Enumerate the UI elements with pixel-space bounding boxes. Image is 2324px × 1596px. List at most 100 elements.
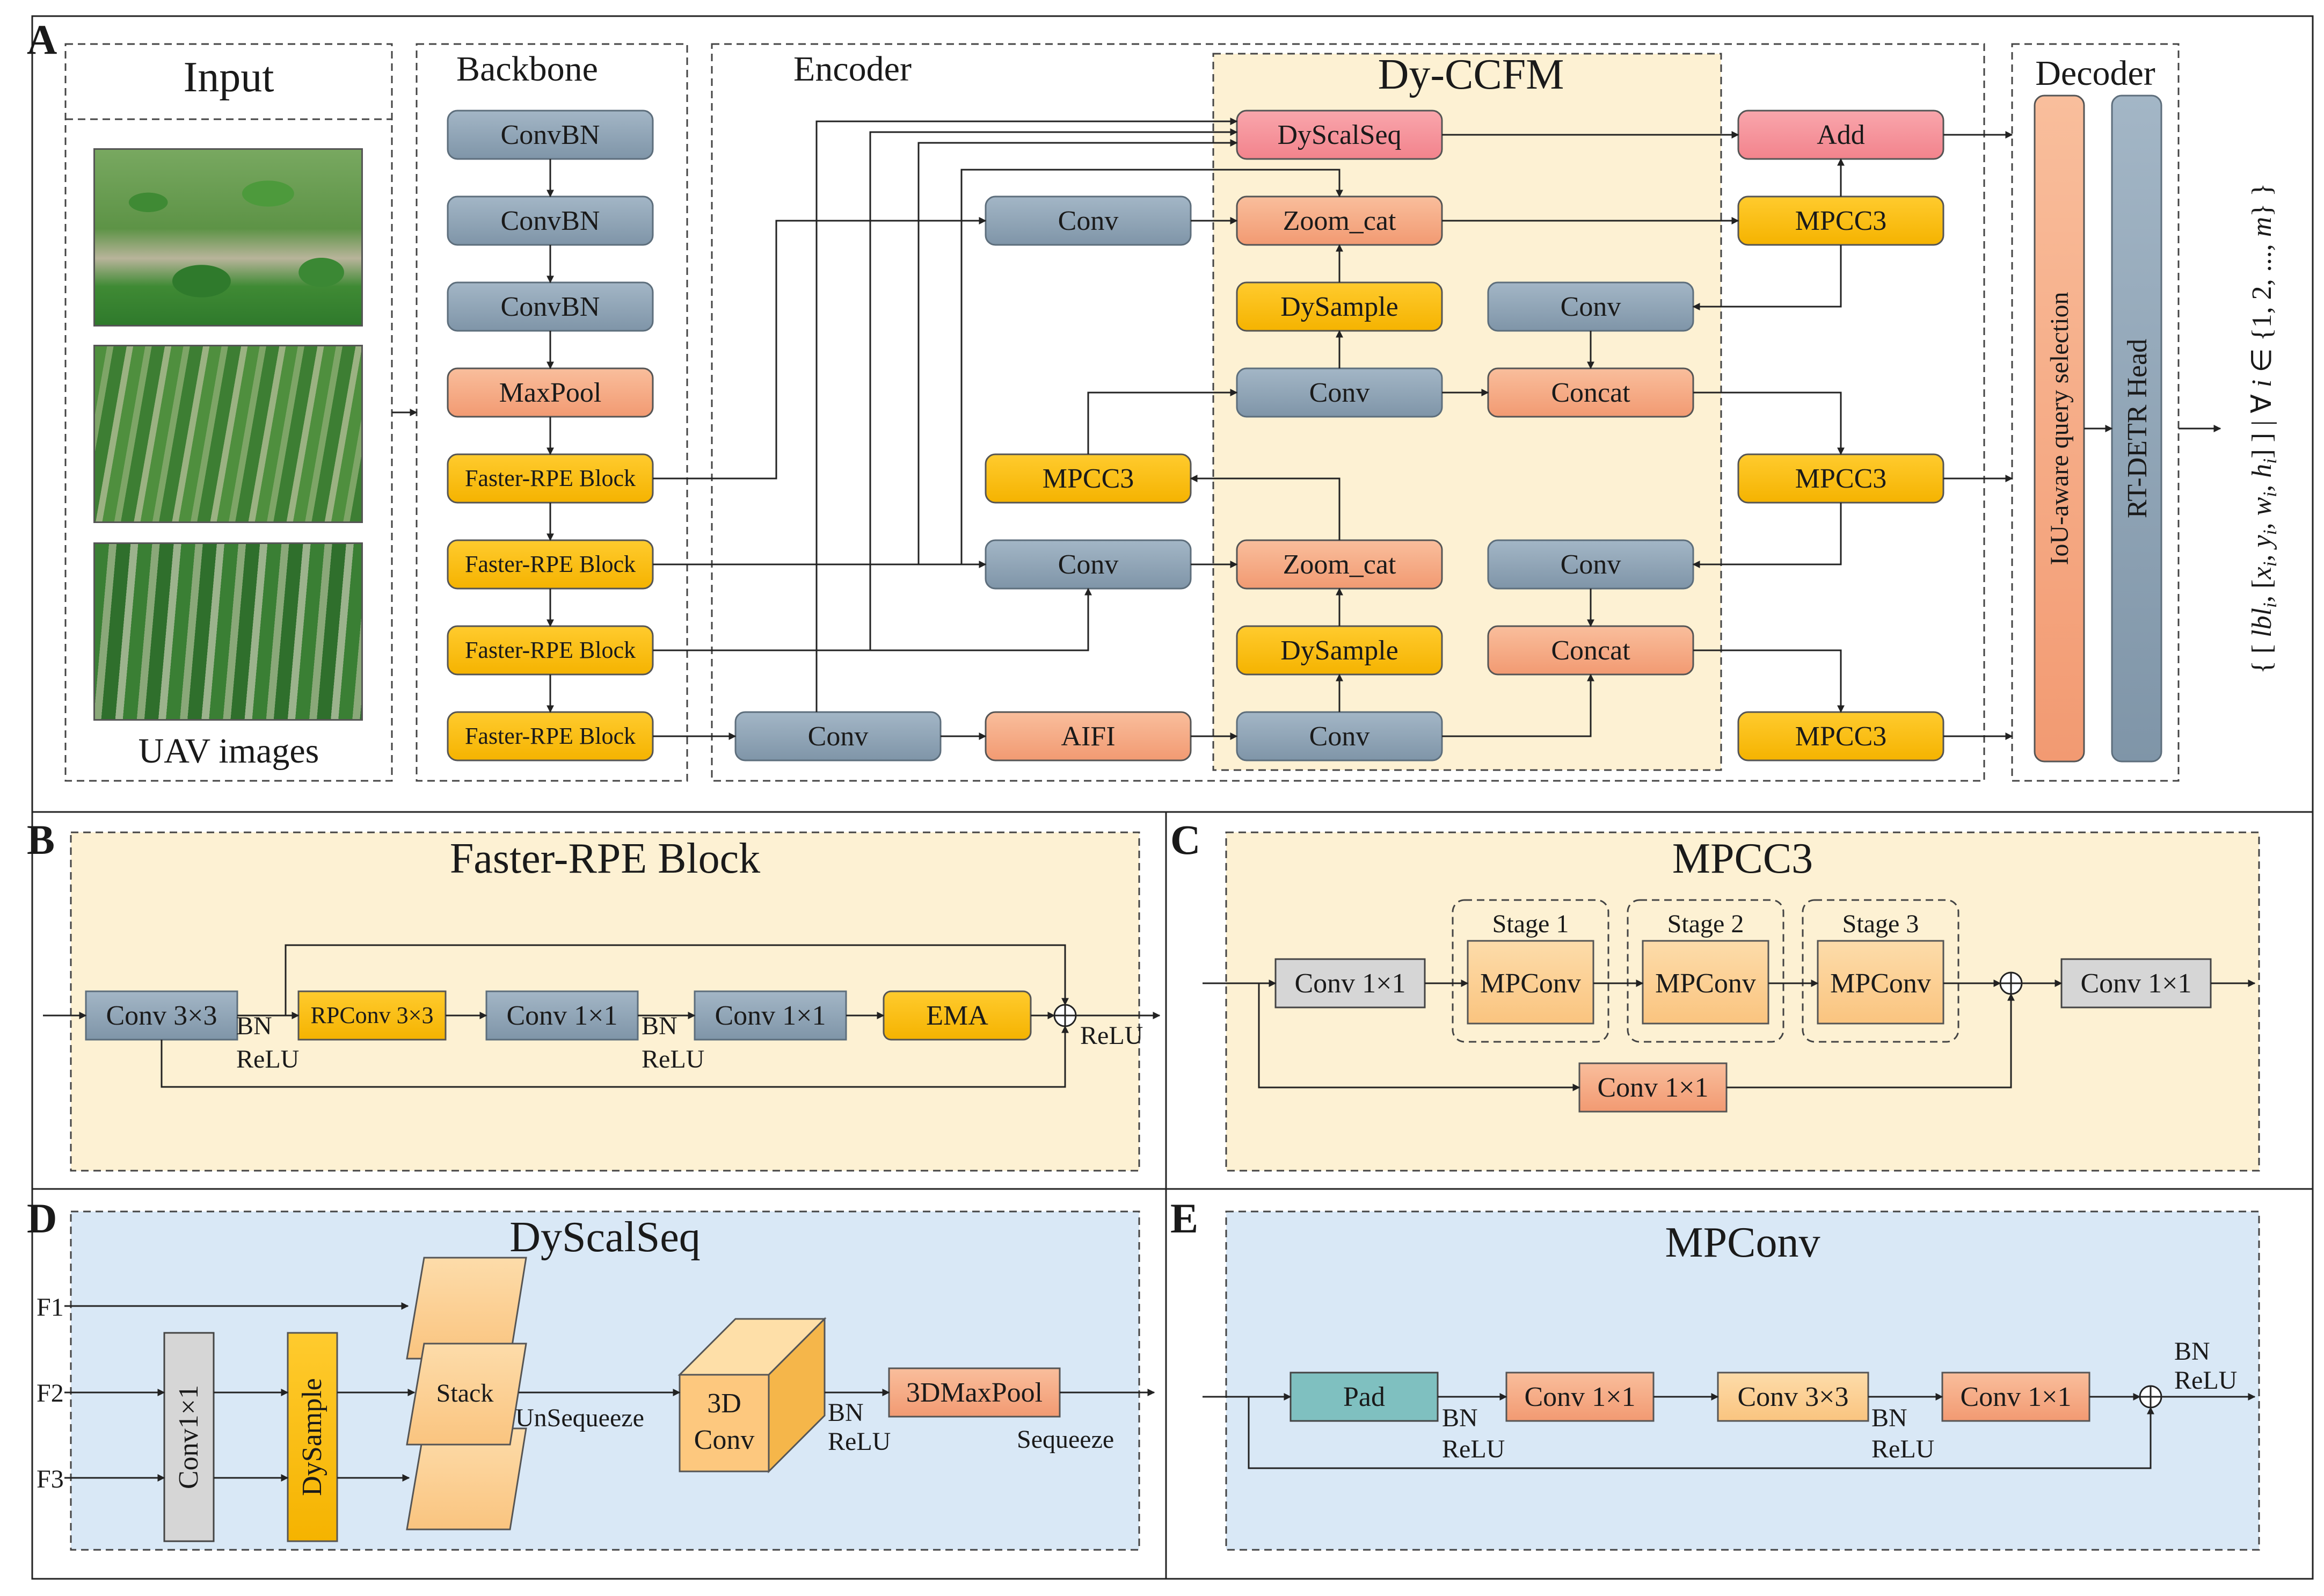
d-dysample [287, 1332, 338, 1542]
e-bn-2: BN [1871, 1404, 1907, 1432]
c-mpconv-1 [1467, 940, 1594, 1025]
b-ema-label: EMA [926, 1000, 988, 1031]
encoder-mpcc3-left-label: MPCC3 [1043, 463, 1134, 494]
b-relu-3: ReLU [1080, 1021, 1143, 1050]
e-conv3-label: Conv 3×3 [1737, 1382, 1848, 1412]
c-conv-out-label: Conv 1×1 [2080, 968, 2191, 999]
e-conv1-b [1941, 1372, 2090, 1422]
decoder-title: Decoder [2035, 54, 2155, 93]
dyccfm-conv-right-lower-label: Conv [1561, 549, 1621, 580]
e-pad-label: Pad [1343, 1382, 1385, 1412]
b-conv1-a-label: Conv 1×1 [506, 1000, 617, 1031]
b-relu-2: ReLU [642, 1045, 704, 1073]
e-conv3 [1717, 1372, 1869, 1422]
uav-image-3 [93, 542, 363, 721]
e-conv1-a-label: Conv 1×1 [1524, 1382, 1635, 1412]
c-conv-in-label: Conv 1×1 [1294, 968, 1405, 999]
dyccfm-zoom-cat-top-label: Zoom_cat [1283, 206, 1396, 236]
dyccfm-dyscalseq-label: DyScalSeq [1277, 120, 1401, 150]
input-caption: UAV images [139, 731, 319, 771]
c-stage1-frame [1452, 899, 1609, 1043]
backbone-faster-rpe-4-label: Faster-RPE Block [465, 723, 636, 749]
d-f3: F3 [37, 1465, 64, 1493]
c-stage3-frame [1802, 899, 1959, 1043]
input-title: Input [184, 54, 274, 101]
dyccfm-concat-lower-label: Concat [1551, 635, 1630, 666]
faster-rpe-title: Faster-RPE Block [450, 835, 760, 882]
d-conv [163, 1332, 215, 1542]
e-relu-1: ReLU [1442, 1435, 1505, 1463]
c-stage1-label: Stage 1 [1492, 910, 1569, 938]
decoder-head-label: RT-DETR Head [2122, 339, 2153, 518]
dyccfm-concat-upper-label: Concat [1551, 378, 1630, 408]
dyccfm-dysample-bottom-label: DySample [1280, 635, 1398, 666]
d-squeeze: Sequeeze [1017, 1425, 1114, 1454]
c-conv-skip-label: Conv 1×1 [1597, 1072, 1708, 1103]
right-mpcc3-1-label: MPCC3 [1795, 206, 1887, 236]
uav-image-2 [93, 345, 363, 523]
output-notation: { [ lbli, [xi, yi, wi, hi] ] | ∀ i ∈ {1,… [2247, 183, 2281, 674]
panel-letter-d: D [27, 1195, 57, 1242]
d-conv3d-a: 3D [707, 1388, 741, 1419]
c-mpconv-2 [1642, 940, 1769, 1025]
dyccfm-conv-right-upper-label: Conv [1561, 292, 1621, 322]
right-mpcc3-3-label: MPCC3 [1795, 721, 1887, 752]
e-relu-3: ReLU [2174, 1366, 2237, 1395]
e-conv1-a [1505, 1372, 1655, 1422]
c-stage3-label: Stage 3 [1842, 910, 1919, 938]
b-conv3-label: Conv 3×3 [106, 1000, 217, 1031]
mpconv-title: MPConv [1665, 1219, 1820, 1266]
c-conv-skip [1578, 1062, 1728, 1113]
mpcc3-title: MPCC3 [1672, 835, 1813, 882]
backbone-convbn-3-label: ConvBN [501, 292, 600, 322]
c-stage2-frame [1627, 899, 1784, 1043]
d-f1: F1 [37, 1293, 64, 1322]
dyccfm-conv-lower-label: Conv [1309, 721, 1370, 752]
encoder-conv-bottom-label: Conv [808, 721, 869, 752]
encoder-section [711, 43, 1985, 782]
backbone-maxpool-label: MaxPool [499, 378, 602, 408]
b-bn-2: BN [642, 1012, 677, 1040]
c-mpconv-2-label: MPConv [1655, 968, 1756, 999]
backbone-blocks: ConvBN ConvBN ConvBN MaxPool Faster-RPE … [447, 110, 654, 761]
c-mpconv-3-label: MPConv [1830, 968, 1931, 999]
d-stack-label: Stack [436, 1379, 494, 1408]
d-stack-sheet-2 [406, 1343, 527, 1446]
d-bn: BN [828, 1398, 864, 1427]
dyscalseq-title: DyScalSeq [509, 1214, 701, 1261]
panel-letter-c: C [1170, 816, 1200, 863]
backbone-title: Backbone [456, 49, 598, 89]
encoder-conv-top-label: Conv [1058, 206, 1119, 236]
panel-letter-a: A [27, 16, 57, 63]
encoder-conv-mid-label: Conv [1058, 549, 1119, 580]
d-conv-label: Conv1×1 [173, 1385, 204, 1489]
b-bn-1: BN [236, 1012, 272, 1040]
c-conv-out [2060, 958, 2212, 1009]
c-stage2-label: Stage 2 [1667, 910, 1744, 938]
e-conv1-b-label: Conv 1×1 [1960, 1382, 2071, 1412]
d-conv3d-b: Conv [694, 1425, 755, 1455]
d-maxpool [888, 1367, 1061, 1418]
dyccfm-conv-upper-label: Conv [1309, 378, 1370, 408]
e-bn-3: BN [2174, 1337, 2210, 1366]
backbone-faster-rpe-3-label: Faster-RPE Block [465, 637, 636, 663]
b-rpconv-label: RPConv 3×3 [311, 1002, 434, 1028]
decoder-section [2011, 43, 2180, 782]
b-relu-1: ReLU [236, 1045, 299, 1073]
backbone-convbn-2-label: ConvBN [501, 206, 600, 236]
b-rpconv [297, 990, 447, 1041]
dyccfm-title: Dy-CCFM [1378, 51, 1564, 98]
d-cube-front [679, 1374, 770, 1472]
encoder-title: Encoder [793, 49, 912, 89]
panel-letter-b: B [27, 816, 55, 863]
e-relu-2: ReLU [1871, 1435, 1934, 1463]
panel-letter-e: E [1170, 1195, 1198, 1242]
c-mpconv-1-label: MPConv [1480, 968, 1581, 999]
encoder-aifi-label: AIFI [1061, 721, 1115, 752]
d-f2: F2 [37, 1379, 64, 1408]
d-unsqueeze: UnSequeeze [515, 1404, 644, 1432]
backbone-convbn-1-label: ConvBN [501, 120, 600, 150]
c-mpconv-3 [1817, 940, 1944, 1025]
decoder-query-label: IoU-aware query selection [2045, 292, 2074, 565]
